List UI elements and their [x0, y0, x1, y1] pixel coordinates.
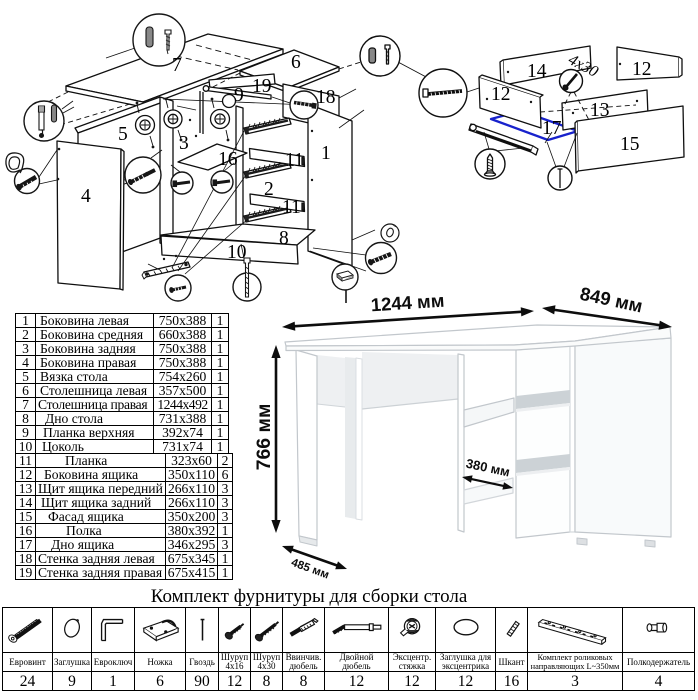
svg-text:3: 3: [179, 133, 189, 154]
svg-text:14: 14: [527, 61, 547, 82]
svg-text:12: 12: [491, 84, 511, 105]
svg-text:15: 15: [620, 134, 640, 155]
svg-text:13: 13: [590, 100, 610, 121]
svg-text:12: 12: [632, 59, 652, 80]
svg-text:4: 4: [81, 186, 91, 207]
svg-text:849 мм: 849 мм: [578, 283, 644, 317]
svg-text:2: 2: [264, 179, 274, 200]
svg-text:5: 5: [118, 124, 128, 145]
svg-text:7: 7: [172, 55, 182, 76]
svg-text:766 мм: 766 мм: [253, 404, 275, 471]
svg-text:18: 18: [316, 87, 336, 108]
svg-text:10: 10: [227, 242, 247, 263]
svg-text:17: 17: [542, 118, 562, 139]
svg-text:9: 9: [234, 85, 244, 106]
svg-text:16: 16: [218, 149, 238, 170]
svg-text:6: 6: [291, 52, 301, 73]
svg-text:11: 11: [282, 197, 301, 218]
svg-text:1: 1: [321, 143, 331, 164]
svg-text:19: 19: [252, 76, 272, 97]
svg-text:11: 11: [285, 150, 304, 171]
svg-text:8: 8: [279, 228, 289, 249]
svg-text:1244 мм: 1244 мм: [370, 290, 445, 316]
